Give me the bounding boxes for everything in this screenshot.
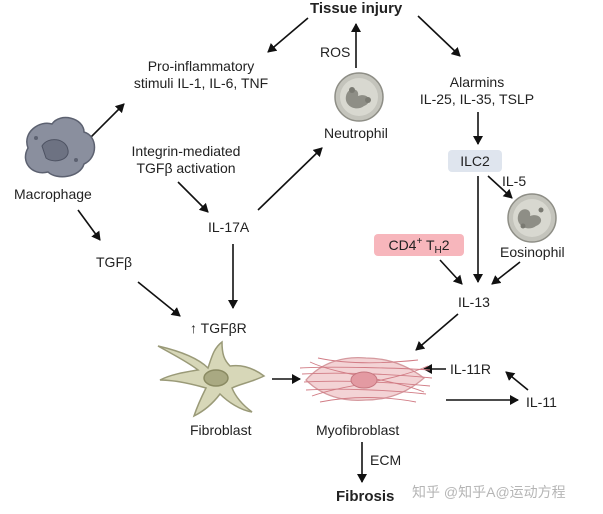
cd4-th2-box: CD4+ TH2 — [374, 234, 464, 256]
macrophage-cell-icon — [24, 116, 96, 178]
label-eosinophil: Eosinophil — [500, 244, 565, 260]
label-macrophage: Macrophage — [14, 186, 92, 202]
cd4-sub: H — [434, 245, 442, 256]
arrow-il13-to-myofibroblast — [415, 313, 459, 351]
label-alarmins-line1: Alarmins — [449, 74, 505, 90]
label-il11r: IL-11R — [450, 361, 491, 377]
arrows — [77, 15, 529, 483]
arrow-injury-to-alarmins — [417, 15, 461, 57]
label-tissue-injury: Tissue injury — [310, 0, 403, 17]
label-pro-inflammatory-line1: Pro-inflammatory — [147, 58, 255, 74]
label-myofibroblast: Myofibroblast — [316, 422, 400, 438]
arrow-il11-to-il11r — [505, 371, 529, 391]
label-tgfbr: ↑ TGFβR — [190, 320, 247, 336]
fibroblast-cell-icon — [157, 340, 266, 418]
label-integrin: Integrin-mediated TGFβ activation — [120, 143, 252, 177]
cd4-tail: 2 — [441, 237, 450, 253]
arrow-il17a-to-neutrophil — [257, 147, 323, 211]
label-tgfb: TGFβ — [96, 254, 133, 270]
watermark-text: 知乎 @知乎A@运动方程 — [412, 484, 566, 500]
cd4-sup: + — [416, 236, 423, 247]
arrow-macrophage-to-tgfb — [77, 209, 101, 241]
label-fibrosis: Fibrosis — [336, 488, 395, 505]
label-il13: IL-13 — [458, 294, 490, 310]
arrow-tgfb-to-tgfbr — [137, 281, 181, 317]
label-integrin-line1: Integrin-mediated — [131, 143, 241, 159]
arrow-cd4-to-il13 — [439, 259, 463, 285]
label-pro-inflammatory: Pro-inflammatory stimuli IL-1, IL-6, TNF — [116, 58, 286, 92]
label-il11: IL-11 — [526, 394, 557, 410]
cd4-t: T — [425, 237, 435, 253]
label-alarmins-line2: IL-25, IL-35, TSLP — [419, 91, 535, 107]
arrow-injury-to-proinflammatory — [267, 17, 309, 53]
ilc2-box: ILC2 — [448, 150, 502, 172]
label-neutrophil: Neutrophil — [324, 125, 388, 141]
cd4-main: CD4 — [388, 237, 417, 253]
label-ros: ROS — [320, 44, 351, 60]
label-il17a: IL-17A — [208, 219, 250, 235]
label-fibroblast: Fibroblast — [190, 422, 252, 438]
label-integrin-line2: TGFβ activation — [136, 160, 236, 176]
arrow-eosinophil-to-il13 — [491, 261, 521, 285]
myofibroblast-cell-icon — [299, 356, 433, 403]
eosinophil-cell-icon — [507, 193, 557, 243]
label-alarmins: Alarmins IL-25, IL-35, TSLP — [412, 74, 542, 108]
label-il5: IL-5 — [502, 173, 527, 189]
arrow-ilc2-to-eosinophil — [487, 175, 513, 199]
arrow-macrophage-to-proinflammatory — [89, 103, 125, 139]
arrow-integrin-to-il17a — [177, 181, 209, 213]
neutrophil-cell-icon — [334, 72, 384, 122]
label-pro-inflammatory-line2: stimuli IL-1, IL-6, TNF — [133, 75, 269, 91]
label-ecm: ECM — [370, 452, 402, 468]
